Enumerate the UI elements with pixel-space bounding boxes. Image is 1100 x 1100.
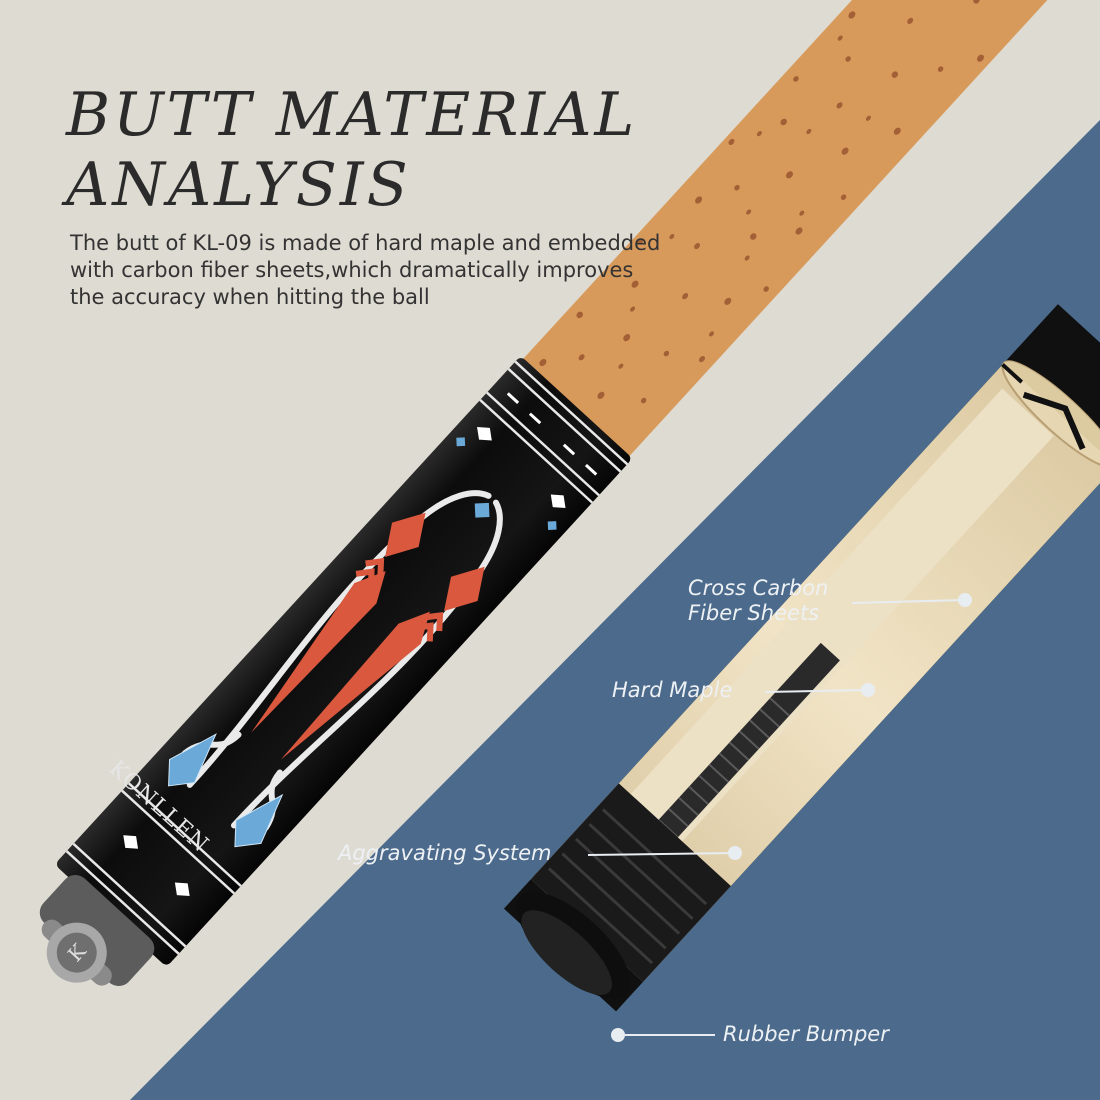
cue-butt-main: K (39, 0, 1096, 987)
description-line-1: The butt of KL-09 is made of hard maple … (70, 231, 661, 255)
callout-aggravating-system: Aggravating System (338, 841, 552, 865)
callout-lines (587, 599, 966, 1036)
title-line-2: ANALYSIS (66, 150, 411, 220)
callout-carbon-fiber: Cross Carbon Fiber Sheets (688, 576, 828, 626)
callout-carbon-line-2: Fiber Sheets (688, 601, 820, 625)
callout-carbon-line-1: Cross Carbon (688, 576, 829, 600)
page-title: BUTT MATERIAL ANALYSIS (66, 80, 637, 220)
title-line-1: BUTT MATERIAL (66, 80, 638, 150)
blue-background-band (130, 120, 1100, 1100)
description-line-3: the accuracy when hitting the ball (70, 285, 430, 309)
cue-cutaway (503, 304, 1100, 1012)
description-line-2: with carbon fiber sheets,which dramatica… (70, 258, 634, 282)
description: The butt of KL-09 is made of hard maple … (70, 230, 730, 311)
callout-hard-maple: Hard Maple (612, 678, 733, 702)
callout-dots (611, 593, 972, 1042)
callout-rubber-bumper: Rubber Bumper (723, 1022, 889, 1046)
